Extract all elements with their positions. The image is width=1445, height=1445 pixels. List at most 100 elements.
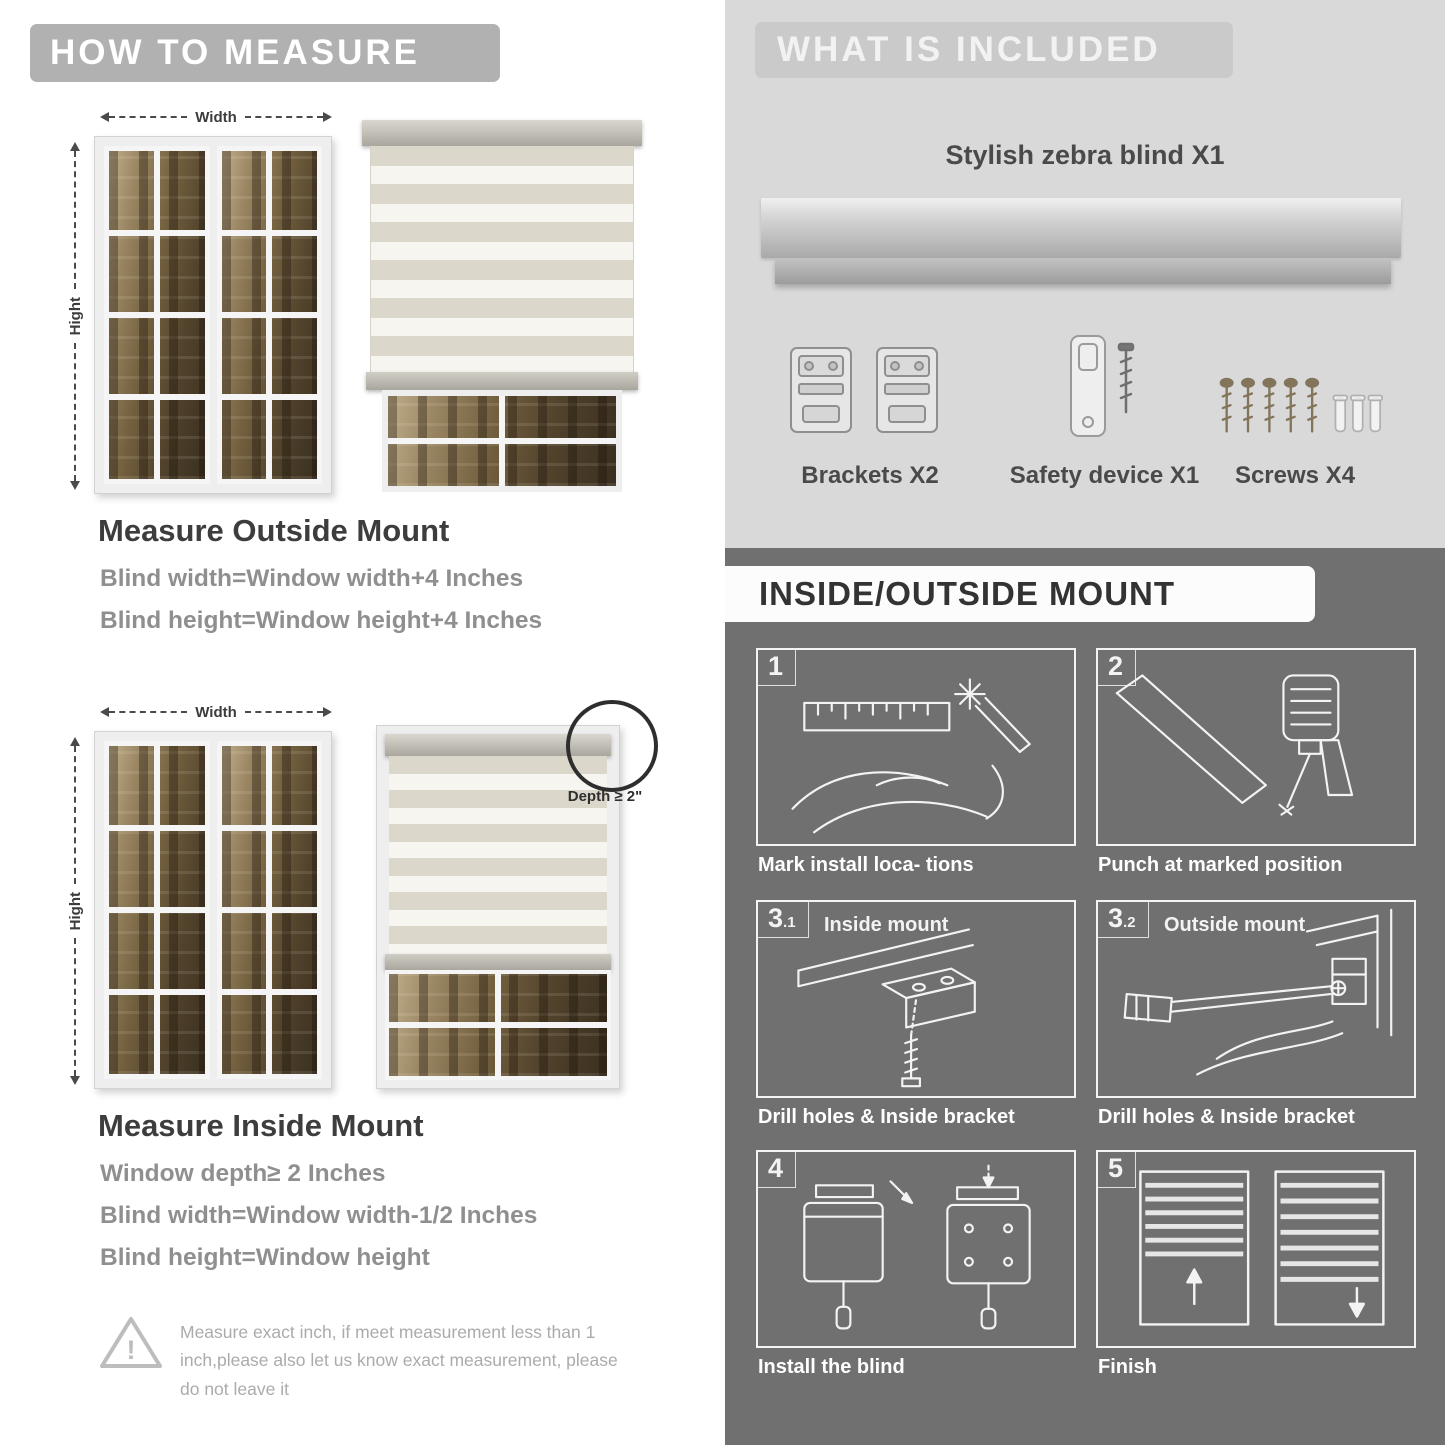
arrow-right-icon bbox=[323, 707, 333, 717]
width-arrow: Width bbox=[100, 703, 333, 721]
arrow-dashed-line bbox=[109, 711, 188, 713]
window-grid-bar bbox=[221, 825, 317, 831]
step-panel-3-1: 3.1 Inside mount bbox=[756, 900, 1076, 1098]
blind-bottom-rail bbox=[385, 954, 611, 970]
headrail-illustration bbox=[761, 198, 1401, 258]
blind-cassette bbox=[385, 734, 611, 756]
arrow-dashed-line bbox=[74, 938, 76, 1077]
step-caption-2: Punch at marked position bbox=[1098, 854, 1343, 876]
inside-mount-formula-height: Blind height=Window height bbox=[100, 1244, 430, 1271]
blind-bottom-rail bbox=[366, 372, 638, 390]
step-panel-3-2: 3.2 Outside mount bbox=[1096, 900, 1416, 1098]
step-number: 4 bbox=[758, 1152, 797, 1188]
arrow-dashed-line bbox=[244, 116, 324, 118]
section-title-how-to-measure: HOW TO MEASURE bbox=[30, 24, 500, 82]
window-grid-bar bbox=[109, 394, 205, 400]
window-grid-bar bbox=[388, 438, 616, 444]
arrow-dashed-line bbox=[74, 746, 76, 884]
width-label: Width bbox=[195, 108, 237, 126]
window-grid-bar bbox=[389, 1022, 607, 1028]
window-sash bbox=[216, 741, 322, 1079]
zebra-blind-illustration-outside bbox=[362, 120, 642, 492]
section-title-what-is-included: WHAT IS INCLUDED bbox=[755, 22, 1233, 78]
headrail-lip bbox=[775, 258, 1391, 284]
what-is-included-section: WHAT IS INCLUDED Stylish zebra blind X1 bbox=[725, 0, 1445, 548]
window-illustration-outside bbox=[94, 136, 332, 494]
step-caption-1: Mark install loca- tions bbox=[758, 854, 974, 876]
step-panel-2: 2 bbox=[1096, 648, 1416, 846]
outside-bracket-illustration bbox=[1123, 908, 1393, 1076]
inside-mount-formula-width: Blind width=Window width-1/2 Inches bbox=[100, 1202, 538, 1229]
blind-stripes bbox=[389, 756, 607, 954]
step-number: 2 bbox=[1098, 650, 1137, 686]
drill-illustration bbox=[1115, 674, 1354, 816]
warning-triangle-icon: ! bbox=[100, 1317, 162, 1368]
window-grid-bar bbox=[109, 230, 205, 236]
blind-cassette bbox=[362, 120, 642, 146]
window-grid-bar bbox=[109, 312, 205, 318]
width-arrow: Width bbox=[100, 108, 333, 126]
arrow-left-icon bbox=[100, 707, 109, 717]
outside-mount-heading: Measure Outside Mount bbox=[98, 513, 450, 548]
inside-mount-depth-rule: Window depth≥ 2 Inches bbox=[100, 1160, 386, 1187]
zebra-blind-illustration-inside bbox=[376, 725, 620, 1089]
finish-illustration bbox=[1139, 1170, 1385, 1326]
window-grid-bar bbox=[109, 825, 205, 831]
arrow-right-icon bbox=[323, 112, 333, 122]
step-caption-3-2: Drill holes & Inside bracket bbox=[1098, 1106, 1355, 1128]
window-grid-bar bbox=[109, 989, 205, 995]
screws-label: Screws X4 bbox=[1234, 462, 1356, 489]
window-illustration-inside bbox=[94, 731, 332, 1089]
step-title: Inside mount bbox=[824, 914, 949, 936]
safety-device-label: Safety device X1 bbox=[1009, 462, 1200, 489]
arrow-left-icon bbox=[100, 112, 109, 122]
height-label: Hight bbox=[66, 891, 84, 931]
step-number: 3.1 bbox=[758, 902, 809, 938]
inside-bracket-illustration bbox=[797, 928, 976, 1088]
arrow-down-icon bbox=[70, 481, 80, 491]
arrow-dashed-line bbox=[74, 151, 76, 289]
arrow-dashed-line bbox=[109, 116, 188, 118]
window-grid-bar bbox=[109, 907, 205, 913]
height-arrow: Hight bbox=[64, 142, 86, 491]
arrow-down-icon bbox=[70, 1076, 80, 1086]
window-grid-bar bbox=[221, 989, 317, 995]
measurement-note-text: Measure exact inch, if meet measurement … bbox=[180, 1322, 618, 1399]
step-panel-4: 4 bbox=[756, 1150, 1076, 1348]
blind-stripes bbox=[370, 146, 634, 372]
inside-mount-heading: Measure Inside Mount bbox=[98, 1108, 424, 1143]
height-label: Hight bbox=[66, 296, 84, 336]
window-grid-bar bbox=[221, 230, 317, 236]
step-caption-3-1: Drill holes & Inside bracket bbox=[758, 1106, 1015, 1128]
outside-mount-formula-height: Blind height=Window height+4 Inches bbox=[100, 607, 543, 634]
arrow-up-icon bbox=[70, 737, 80, 746]
depth-requirement-label: Depth ≥ 2" bbox=[567, 788, 643, 805]
arrow-dashed-line bbox=[244, 711, 324, 713]
safety-device-icon bbox=[1070, 335, 1135, 437]
window-grid-bar bbox=[221, 394, 317, 400]
window-pane bbox=[388, 396, 616, 486]
step-number: 1 bbox=[758, 650, 797, 686]
step-number: 5 bbox=[1098, 1152, 1137, 1188]
width-label: Width bbox=[195, 703, 237, 721]
mark-location-illustration bbox=[791, 678, 1031, 834]
step-caption-4: Install the blind bbox=[758, 1356, 905, 1378]
section-title-inside-outside-mount: INSIDE/OUTSIDE MOUNT bbox=[725, 566, 1315, 622]
warning-mark: ! bbox=[127, 1335, 136, 1365]
step-number: 3.2 bbox=[1098, 902, 1149, 938]
window-grid-bar bbox=[221, 907, 317, 913]
window-sash bbox=[216, 146, 322, 484]
included-blind-label: Stylish zebra blind X1 bbox=[945, 140, 1225, 170]
step-panel-1: 1 bbox=[756, 648, 1076, 846]
depth-callout-circle-icon bbox=[566, 700, 658, 792]
window-below-blind bbox=[385, 970, 611, 1080]
step-caption-5: Finish bbox=[1098, 1356, 1157, 1378]
blind-inner bbox=[385, 734, 611, 1080]
height-arrow: Hight bbox=[64, 737, 86, 1086]
step-title: Outside mount bbox=[1164, 914, 1306, 936]
arrow-dashed-line bbox=[74, 343, 76, 482]
window-below-blind bbox=[382, 390, 622, 492]
screws-icon bbox=[1219, 377, 1383, 433]
brackets-icon bbox=[790, 347, 938, 433]
window-grid-bar bbox=[221, 312, 317, 318]
